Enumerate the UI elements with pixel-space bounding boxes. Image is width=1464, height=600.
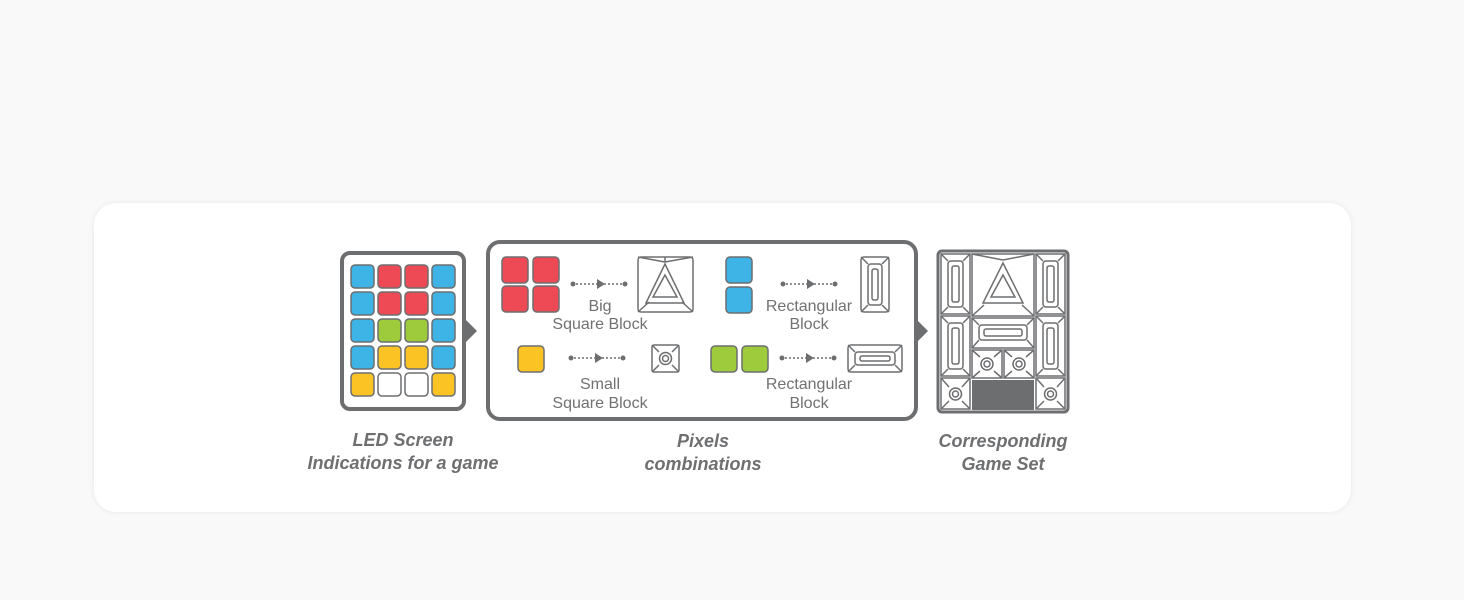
horizontal-bar-block-icon (971, 317, 1035, 349)
rect-vertical-label-2: Block (789, 316, 829, 333)
pixels-caption-2: combinations (644, 454, 761, 474)
led-pixel-green (404, 318, 429, 343)
pixel-swatch-blue (725, 286, 753, 314)
led-pixel-yellow (431, 372, 456, 397)
game-caption-2: Game Set (961, 454, 1045, 474)
led-pixel-red (377, 291, 402, 316)
big-square-swatches (501, 256, 560, 313)
led-pixel-yellow (377, 345, 402, 370)
vertical-bar-block-icon (1035, 253, 1066, 315)
small-square-swatches (517, 345, 545, 373)
led-pixel-blue (431, 318, 456, 343)
led-pixel-blue (350, 291, 375, 316)
big-square-label-2: Square Block (552, 316, 648, 333)
rect-vertical-swatches (725, 256, 753, 314)
led-pixel-yellow (404, 345, 429, 370)
vertical-bar-block-icon (1035, 315, 1066, 377)
pixels-caption-1: Pixels (677, 431, 729, 451)
circle-block-icon (1003, 349, 1035, 379)
rect-horizontal-swatches (710, 345, 769, 373)
pixel-swatch-red (532, 256, 560, 284)
led-screen-panel (340, 251, 477, 411)
led-pixel-blue (431, 345, 456, 370)
pixel-swatch-green (741, 345, 769, 373)
led-pixel-white (377, 372, 402, 397)
led-pixel-blue (431, 291, 456, 316)
vertical-bar-block-icon (860, 256, 890, 313)
dotted-arrow-icon (780, 279, 838, 289)
led-pixel-white (404, 372, 429, 397)
pixel-swatch-blue (725, 256, 753, 284)
arrow-right-icon (466, 320, 477, 342)
dotted-arrow-icon (570, 279, 628, 289)
vertical-bar-block-icon (940, 315, 971, 377)
vertical-bar-block-icon (940, 253, 971, 315)
rect-horizontal-label-2: Block (789, 395, 829, 412)
circle-block-icon (940, 377, 971, 410)
led-pixel-red (404, 264, 429, 289)
led-caption-1: LED Screen (352, 430, 453, 450)
led-pixel-blue (350, 264, 375, 289)
pixel-swatch-red (532, 285, 560, 313)
rect-vertical-label-1: Rectangular (766, 298, 853, 315)
rect-horizontal-label-1: Rectangular (766, 376, 853, 393)
empty-slot (972, 380, 1034, 410)
small-square-label-2: Square Block (552, 395, 648, 412)
dotted-arrow-icon (568, 353, 626, 363)
pixel-swatch-yellow (517, 345, 545, 373)
pixel-swatch-red (501, 256, 529, 284)
triangle-block-icon (637, 256, 694, 313)
pixels-panel: Big Square Block Rectangular Block Small… (486, 240, 928, 421)
arrow-right-icon (917, 320, 928, 342)
pixel-swatch-green (710, 345, 738, 373)
led-pixel-blue (350, 318, 375, 343)
big-square-label-1: Big (588, 298, 611, 315)
circle-block-icon (1035, 377, 1066, 410)
small-square-label-1: Small (580, 376, 620, 393)
led-pixel-red (404, 291, 429, 316)
led-pixel-blue (350, 345, 375, 370)
circle-block-icon (651, 344, 680, 373)
game-set (936, 249, 1070, 414)
led-pixel-green (377, 318, 402, 343)
pixel-swatch-red (501, 285, 529, 313)
led-caption-2: Indications for a game (307, 453, 498, 473)
led-pixel-yellow (350, 372, 375, 397)
led-pixel-red (377, 264, 402, 289)
game-caption-1: Corresponding (939, 431, 1068, 451)
led-grid (350, 264, 456, 397)
led-pixel-blue (431, 264, 456, 289)
horizontal-bar-block-icon (847, 344, 903, 373)
dotted-arrow-icon (779, 353, 837, 363)
triangle-block-icon (971, 253, 1035, 317)
circle-block-icon (971, 349, 1003, 379)
